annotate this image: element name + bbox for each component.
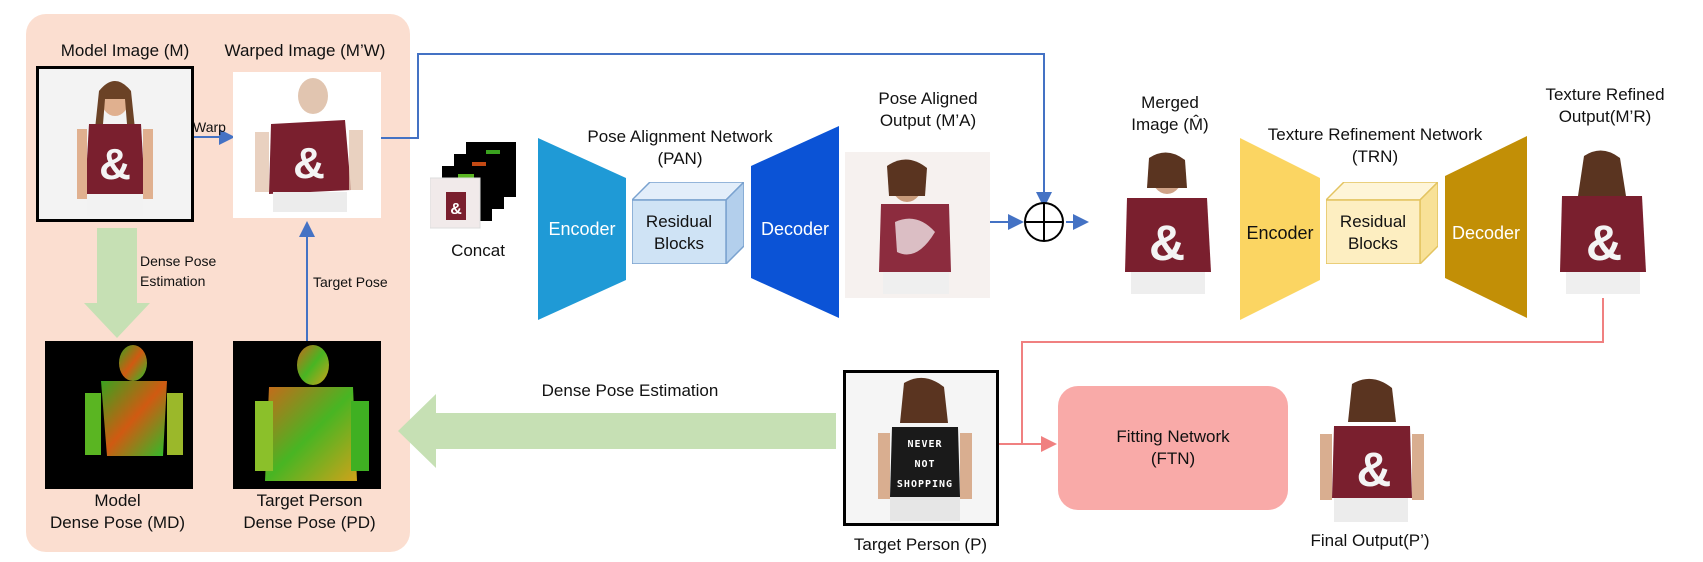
- merged-figure-icon: &: [1125, 152, 1211, 294]
- target-dense-pose: [233, 341, 381, 489]
- dense-pose-down-arrow: [84, 228, 150, 338]
- svg-text:&: &: [1149, 215, 1185, 271]
- pan-title: Pose Alignment Network (PAN): [587, 127, 773, 168]
- model-dense-pose: [45, 341, 193, 489]
- model-dense-pose-label: Model Dense Pose (MD): [49, 491, 186, 532]
- pan-encoder-label: Encoder: [548, 219, 616, 239]
- trn-decoder-label: Decoder: [1451, 223, 1521, 243]
- target-person-image: NEVER NOT SHOPPING: [843, 370, 999, 526]
- trn-encoder-shape: [1240, 138, 1320, 320]
- model-figure-icon: &: [77, 81, 153, 216]
- model-dense-pose-figure: [85, 345, 183, 456]
- target-dense-pose-label: Target Person Dense Pose (PD): [243, 491, 376, 532]
- merged-image-label: Merged Image (M̂): [1131, 93, 1209, 134]
- texture-refined-output-image: &: [1532, 146, 1672, 298]
- warped-to-merge-arrow: [381, 53, 1052, 208]
- concat-stack-icon: &: [430, 142, 516, 229]
- pose-aligned-output-image: [845, 152, 990, 298]
- warped-image-label: Warped Image (M’W): [224, 41, 386, 60]
- warped-figure-icon: &: [255, 78, 363, 212]
- trn-title: Texture Refinement Network (TRN): [1267, 125, 1483, 166]
- trn-decoder-shape: [1445, 136, 1527, 318]
- concat-label: Concat: [451, 241, 505, 260]
- target-person-figure-icon: [846, 373, 996, 523]
- pan-encoder-shape: [538, 138, 626, 320]
- svg-text:&: &: [293, 139, 325, 188]
- dense-pose-estimation-big-label: Dense Pose Estimation: [541, 381, 719, 400]
- warped-image: &: [233, 72, 381, 218]
- warp-label: Warp: [193, 119, 226, 135]
- fitting-network-label: Fitting Network (FTN): [1116, 427, 1230, 468]
- pose-aligned-figure-icon: [879, 159, 951, 294]
- merged-image: &: [1095, 148, 1240, 298]
- merge-plus-icon: [1024, 202, 1064, 242]
- pan-residual-label: Residual Blocks: [645, 212, 713, 253]
- final-output-label: Final Output(P’): [1310, 531, 1430, 550]
- refined-to-ftn-arrow: [1021, 298, 1604, 452]
- dense-pose-left-arrow: [398, 394, 836, 468]
- pose-aligned-output-label: Pose Aligned Output (M’A): [878, 89, 978, 130]
- texture-refined-output-label: Texture Refined Output(M’R): [1545, 85, 1665, 126]
- svg-text:&: &: [1586, 215, 1622, 271]
- svg-text:&: &: [99, 140, 131, 189]
- final-output-figure-icon: &: [1320, 378, 1424, 522]
- trn-residual-block-shape: [1326, 182, 1438, 264]
- model-image: &: [36, 66, 194, 222]
- svg-text:&: &: [450, 201, 462, 218]
- target-pose-label: Target Pose: [313, 274, 388, 290]
- texture-refined-figure-icon: &: [1560, 150, 1646, 294]
- pan-residual-block-shape: [632, 182, 744, 264]
- trn-encoder-label: Encoder: [1246, 223, 1314, 243]
- model-image-label: Model Image (M): [60, 41, 190, 60]
- shirt-text: NEVER NOT SHOPPING: [896, 439, 954, 490]
- dense-pose-estimation-small-label: Dense Pose Estimation: [140, 253, 217, 289]
- trn-residual-label: Residual Blocks: [1339, 212, 1407, 253]
- target-person-label: Target Person (P): [853, 535, 988, 554]
- final-output-image: &: [1294, 376, 1436, 526]
- pan-decoder-shape: [751, 126, 839, 318]
- target-dense-pose-figure: [255, 345, 369, 481]
- svg-text:&: &: [1357, 444, 1392, 497]
- pan-decoder-label: Decoder: [760, 219, 830, 239]
- fitting-network-box: [1058, 386, 1288, 510]
